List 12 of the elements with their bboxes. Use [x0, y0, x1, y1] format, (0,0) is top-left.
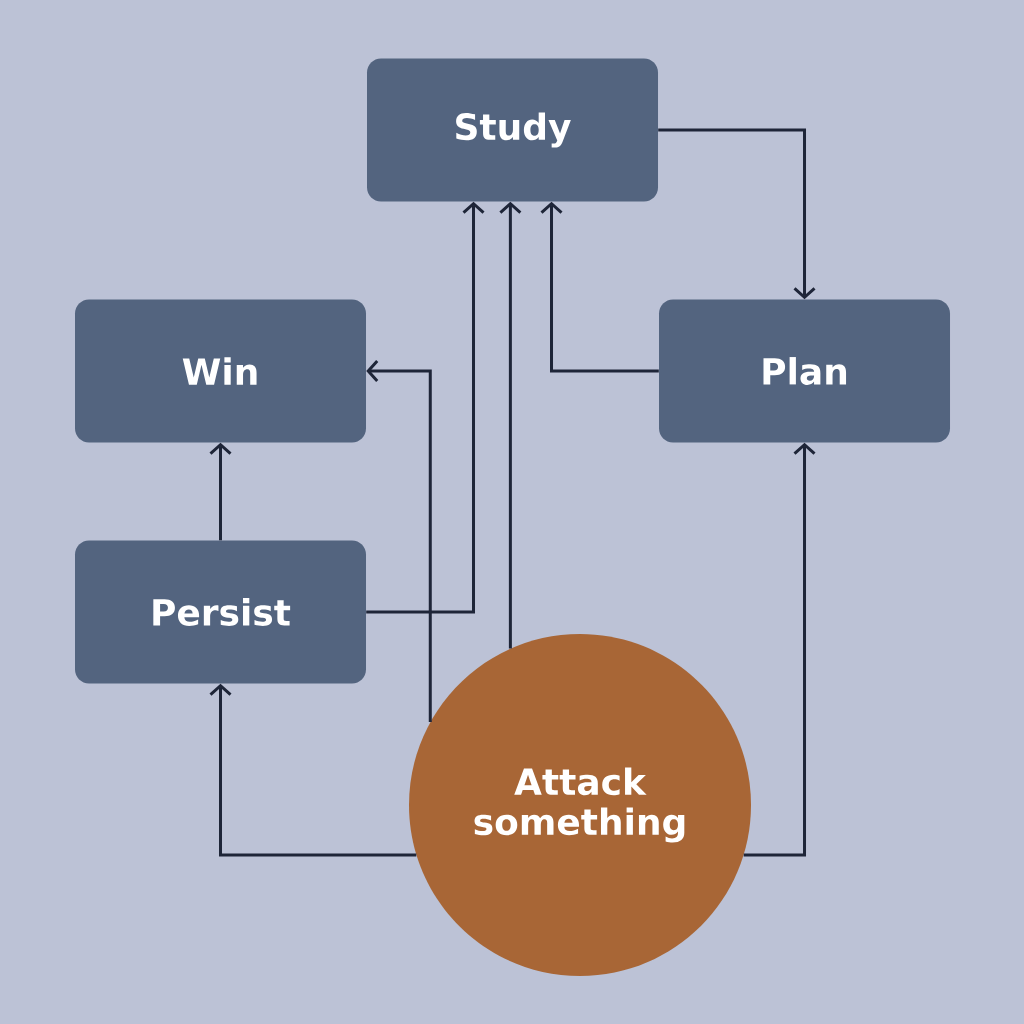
process-box: Plan — [659, 299, 950, 443]
process-box: Study — [367, 58, 658, 202]
process-box: Persist — [75, 540, 366, 684]
arrow — [658, 128, 816, 300]
arrow — [209, 683, 417, 857]
arrow — [540, 201, 659, 373]
process-box: Win — [75, 299, 366, 443]
arrow — [743, 442, 816, 857]
arrow — [366, 360, 432, 722]
arrow — [366, 201, 485, 614]
arrow — [209, 442, 232, 541]
arrow — [499, 201, 522, 649]
